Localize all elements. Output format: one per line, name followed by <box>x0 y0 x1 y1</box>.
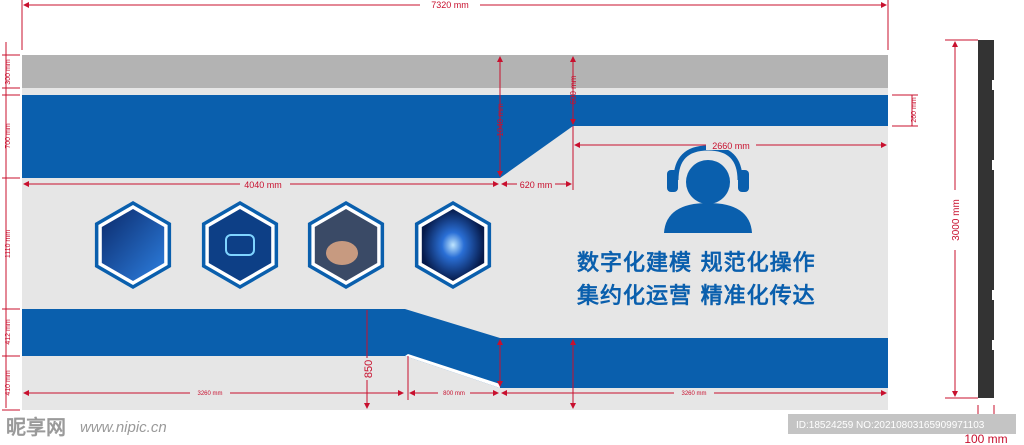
slogan-line-1: 数字化建模 规范化操作 <box>577 250 816 276</box>
bottom-right-width-label: 3260 mm <box>681 391 706 397</box>
hand-touch-tech-image-icon <box>307 201 385 289</box>
watermark-url: www.nipic.cn <box>80 419 167 436</box>
right-blue-height-label: 260 mm <box>911 97 918 122</box>
bottom-slope-width-label: 800 mm <box>443 391 465 397</box>
bottom-blue-height-label: 412 mm <box>5 319 12 344</box>
slogan-line-2: 集约化运营 精准化传达 <box>576 283 816 309</box>
headset-person-icon <box>664 145 752 233</box>
slope-width-label: 620 mm <box>520 180 553 190</box>
watermark-logo: 昵享网 <box>6 415 66 439</box>
side-depth-label: 100 mm <box>964 432 1007 445</box>
top-gray-band <box>22 55 888 88</box>
top-gray-height-label: 300 mm <box>5 59 12 84</box>
watermark-id: ID:18524259 NO:20210803165909971103 <box>796 420 985 431</box>
total-width-label: 7320 mm <box>431 0 469 10</box>
bottom-vertical-label: 850 <box>363 360 375 378</box>
circuit-chip-image-icon <box>201 201 279 289</box>
top-blue-band <box>22 95 888 178</box>
top-blue-height-label: 700 mm <box>5 123 12 148</box>
right-panel-width-label: 2660 mm <box>712 141 750 151</box>
mid-vertical-a-label: 1040 mm <box>496 103 505 137</box>
left-blue-width-label: 4040 mm <box>244 180 282 190</box>
bottom-gray-height-label: 410 mm <box>5 370 12 395</box>
bottom-blue-band <box>22 309 888 388</box>
watermark: 昵享网 www.nipic.cn ID:18524259 NO:20210803… <box>6 414 1016 439</box>
binary-code-image-icon <box>94 201 172 289</box>
middle-height-label: 1110 mm <box>5 230 12 258</box>
bottom-left-width-label: 3260 mm <box>197 391 222 397</box>
side-height-label: 3000 mm <box>951 199 962 241</box>
side-profile <box>978 40 994 398</box>
mid-vertical-b-label: 600 mm <box>569 75 578 104</box>
dimension-labels: 7320 mm 4040 mm 620 mm 2660 mm 300 mm 70… <box>5 0 1008 445</box>
globe-network-image-icon <box>414 201 492 289</box>
